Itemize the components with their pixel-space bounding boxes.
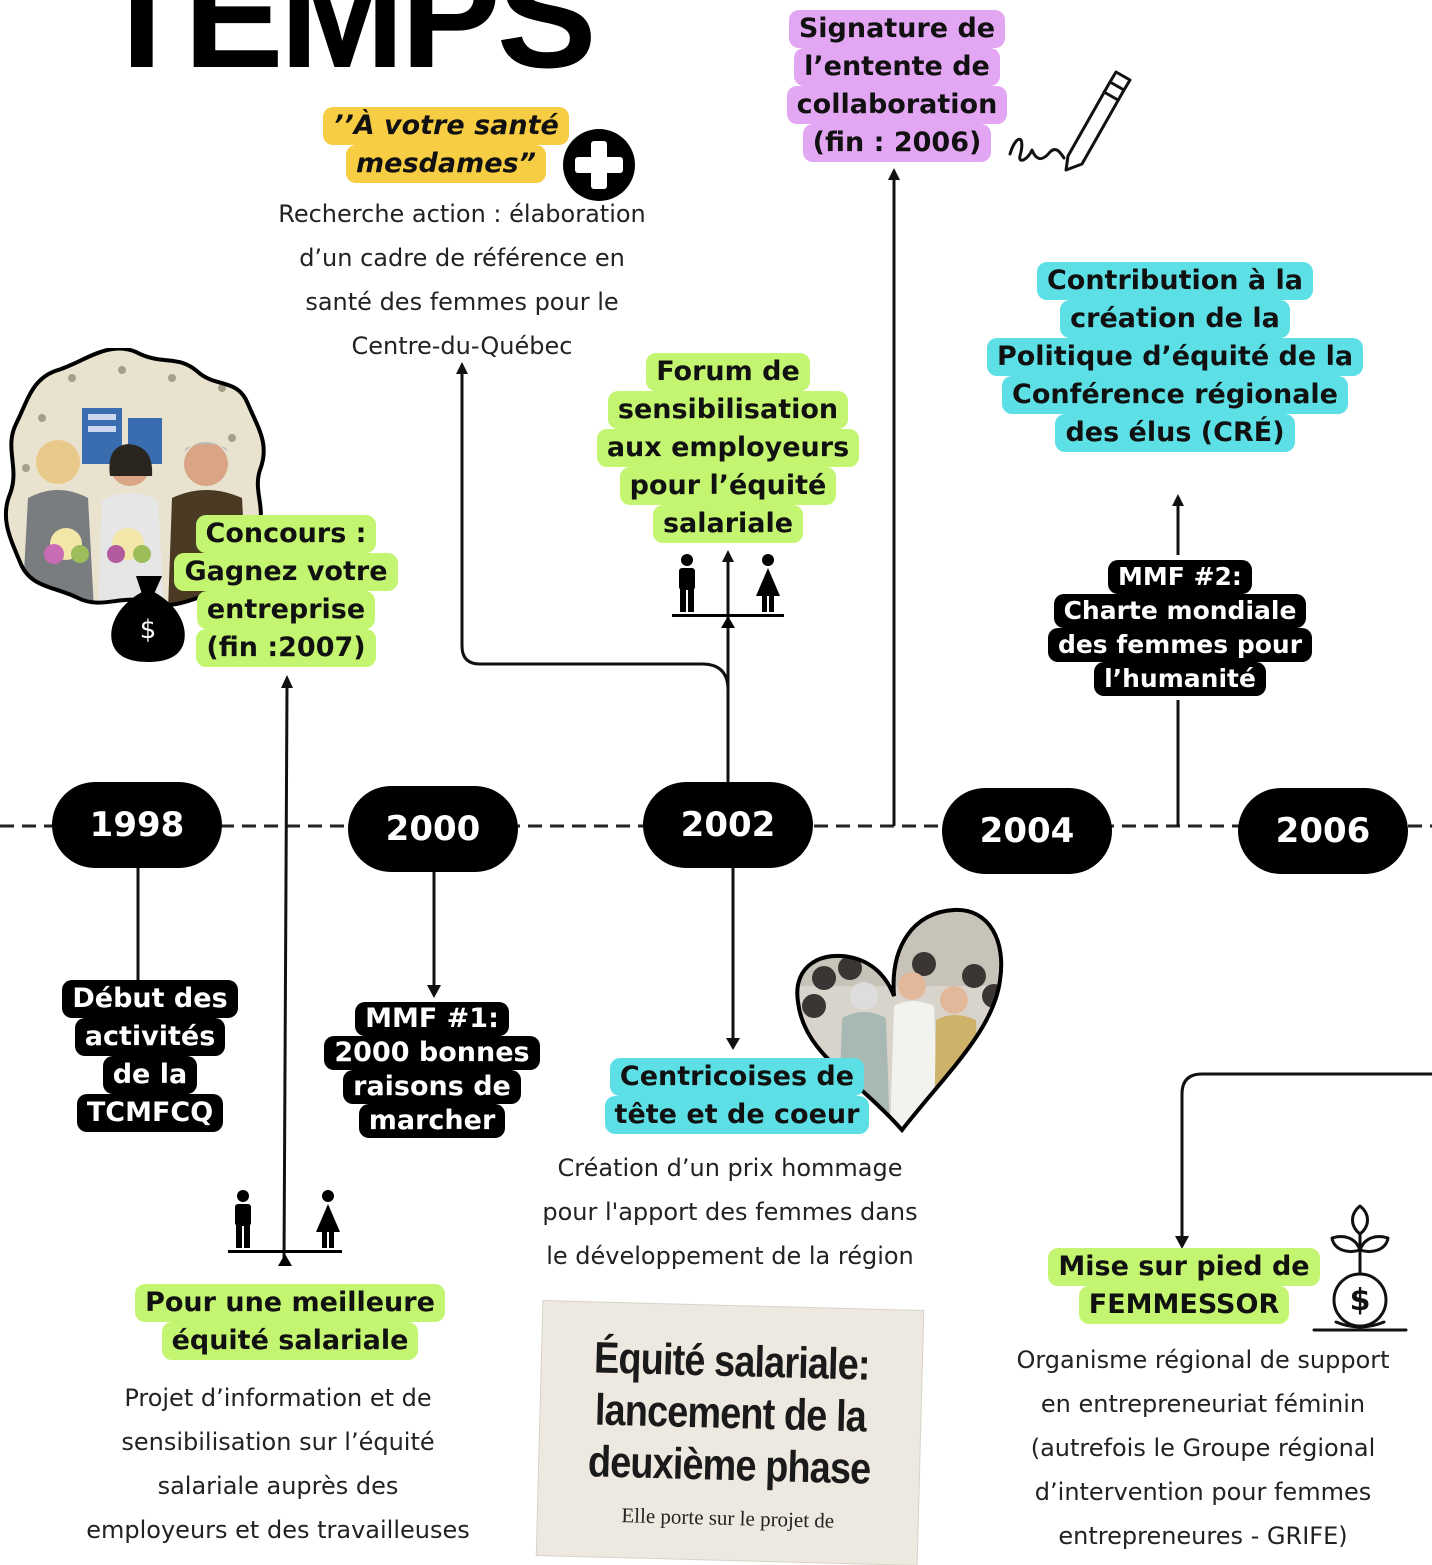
event-centricoises-title: Centricoises de tête et de coeur <box>572 1058 902 1134</box>
newspaper-headline: Équité salariale: lancement de la deuxiè… <box>587 1333 871 1494</box>
year-1998: 1998 <box>52 782 222 868</box>
event-femmessor-title: Mise sur pied de FEMMESSOR <box>1024 1248 1344 1324</box>
year-2006: 2006 <box>1238 788 1408 874</box>
event-signature-title: Signature de l’entente de collaboration … <box>752 10 1042 162</box>
man-woman-scale-icon <box>228 1190 342 1266</box>
event-contribution-title: Contribution à la création de la Politiq… <box>955 262 1395 452</box>
event-femmessor-description: Organisme régional de support en entrepr… <box>1016 1346 1390 1550</box>
event-equite-title: Pour une meilleure équité salariale <box>90 1284 490 1360</box>
year-2002: 2002 <box>643 782 813 868</box>
event-sante-title: ’’À votre santé mesdames” <box>296 107 596 183</box>
newspaper-clipping: Équité salariale: lancement de la deuxiè… <box>536 1301 924 1565</box>
year-2004: 2004 <box>942 788 1112 874</box>
plus-icon <box>563 129 635 201</box>
year-2000: 2000 <box>348 786 518 872</box>
event-mmf2-title: MMF #2: Charte mondiale des femmes pour … <box>1030 560 1330 696</box>
event-concours-title: Concours : Gagnez votre entreprise (fin … <box>158 515 414 667</box>
pen-signature-icon <box>1008 70 1132 172</box>
money-plant-icon: $ <box>1312 1204 1408 1332</box>
event-sante-description: Recherche action : élaboration d’un cadr… <box>278 200 646 360</box>
page-title-fragment: TEMPS <box>96 0 597 99</box>
event-mmf1-title: MMF #1: 2000 bonnes raisons de marcher <box>312 1002 552 1138</box>
event-equite-description: Projet d’information et de sensibilisati… <box>86 1384 470 1544</box>
event-forum-title: Forum de sensibilisation aux employeurs … <box>568 353 888 543</box>
man-woman-scale-icon <box>672 554 784 628</box>
money-bag-icon: $ <box>111 576 185 662</box>
svg-text:$: $ <box>1350 1283 1371 1318</box>
svg-text:$: $ <box>140 615 157 645</box>
newspaper-subheadline: Elle porte sur le projet de <box>621 1503 835 1533</box>
event-debut-title: Début des activités de la TCMFCQ <box>40 980 260 1132</box>
event-centricoises-description: Création d’un prix hommage pour l'apport… <box>542 1154 918 1270</box>
